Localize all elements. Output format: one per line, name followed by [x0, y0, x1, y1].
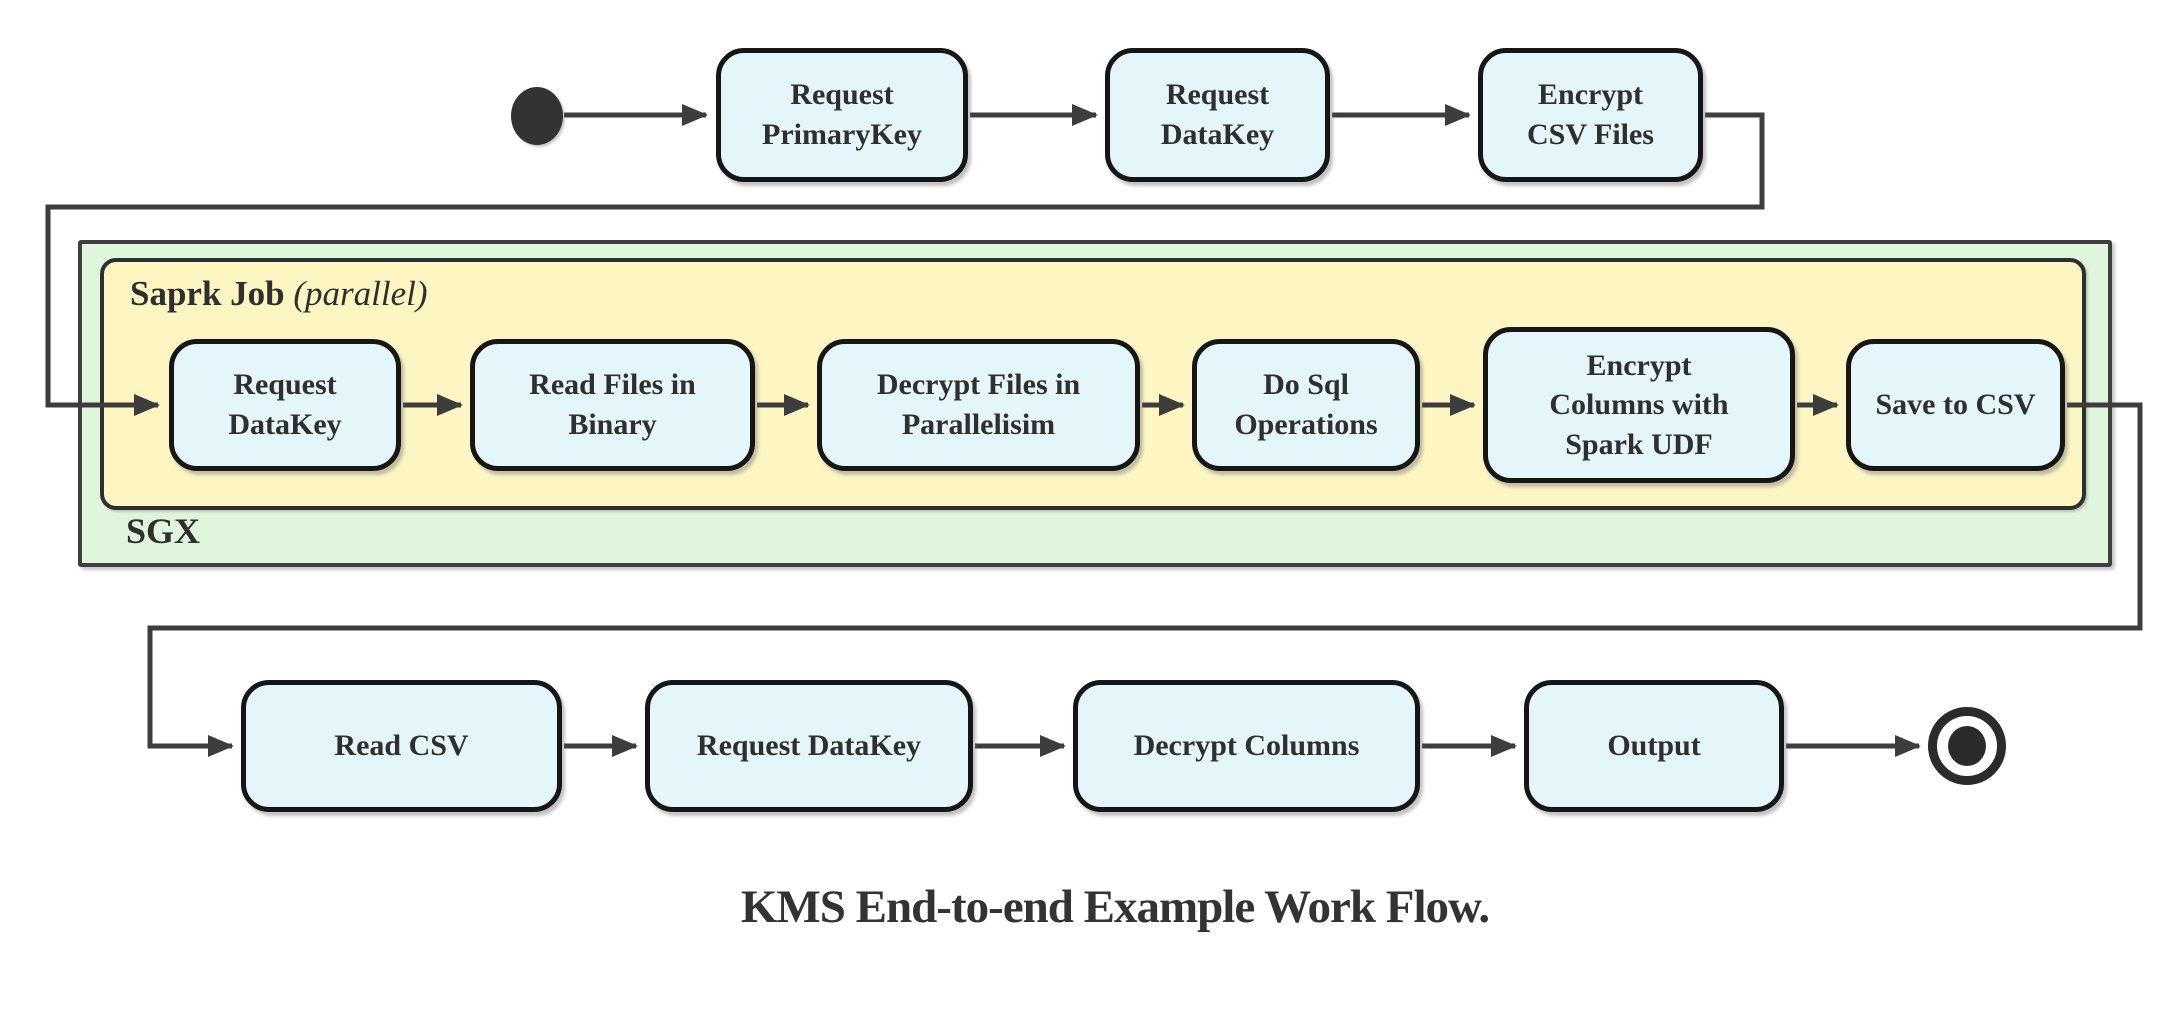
node-label-line: Decrypt Files in	[876, 368, 1081, 402]
activity-node-read-csv: Read CSV	[241, 680, 562, 812]
node-label-line: Decrypt Columns	[1133, 729, 1360, 763]
edge-save-to-csv-to-read-csv	[147, 402, 2143, 757]
activity-node-encrypt-csv-files: Encrypt CSV Files	[1478, 48, 1703, 182]
node-label-line: Request	[1165, 78, 1270, 112]
edge-encrypt-csv-files-to-sgx-request-datakey	[45, 112, 1765, 416]
spark-job-title: Saprk Job (parallel)	[130, 274, 428, 314]
node-label-line: Binary	[568, 408, 657, 441]
node-label-line: CSV Files	[1527, 118, 1654, 151]
node-label-line: Request	[233, 368, 337, 402]
node-label-line: DataKey	[228, 408, 342, 441]
spark-job-partition: Saprk Job (parallel) Request DataKey Rea…	[100, 258, 2086, 510]
node-label-line: Do Sql	[1263, 368, 1349, 402]
node-label-line: Request	[790, 78, 894, 112]
node-label-line: PrimaryKey	[762, 118, 922, 151]
activity-node-request-primarykey: Request PrimaryKey	[716, 48, 968, 182]
activity-node-decrypt-files-in-parallelisim: Decrypt Files in Parallelisim	[817, 339, 1140, 471]
end-state-dot	[1948, 726, 1986, 766]
spark-job-qualifier: (parallel)	[293, 274, 428, 313]
node-label-line: Encrypt	[1586, 348, 1692, 382]
activity-node-read-files-in-binary: Read Files in Binary	[470, 339, 755, 471]
activity-node-decrypt-columns: Decrypt Columns	[1073, 680, 1420, 812]
node-label-line: DataKey	[1160, 118, 1275, 151]
node-label-line: Spark UDF	[1565, 427, 1713, 461]
node-label-line: Read Files in	[529, 368, 696, 402]
node-label-line: Output	[1607, 729, 1701, 763]
activity-node-save-to-csv: Save to CSV	[1846, 339, 2065, 471]
spark-job-title-text: Saprk Job	[130, 274, 285, 313]
sgx-partition: Saprk Job (parallel) Request DataKey Rea…	[78, 240, 2112, 567]
node-label-line: Read CSV	[334, 729, 469, 763]
activity-node-output: Output	[1524, 680, 1784, 812]
node-label-line: Request DataKey	[696, 729, 922, 763]
node-label-line: Save to CSV	[1875, 388, 2036, 422]
node-label-line: Operations	[1234, 408, 1378, 441]
start-state-icon	[511, 87, 563, 145]
activity-node-do-sql-operations: Do Sql Operations	[1192, 339, 1420, 471]
activity-node-request-datakey-top: Request DataKey	[1105, 48, 1330, 182]
activity-node-request-datakey-bottom: Request DataKey	[645, 680, 973, 812]
activity-node-encrypt-columns-with-spark-udf: Encrypt Columns with Spark UDF	[1483, 327, 1795, 483]
node-label-line: Columns with	[1549, 388, 1729, 422]
diagram-caption: KMS End-to-end Example Work Flow.	[740, 881, 1490, 933]
sgx-label: SGX	[126, 511, 201, 551]
activity-node-request-datakey-sgx: Request DataKey	[169, 339, 401, 471]
node-label-line: Parallelisim	[901, 408, 1056, 441]
end-state-icon	[1928, 707, 2006, 785]
node-label-line: Encrypt	[1538, 78, 1643, 112]
